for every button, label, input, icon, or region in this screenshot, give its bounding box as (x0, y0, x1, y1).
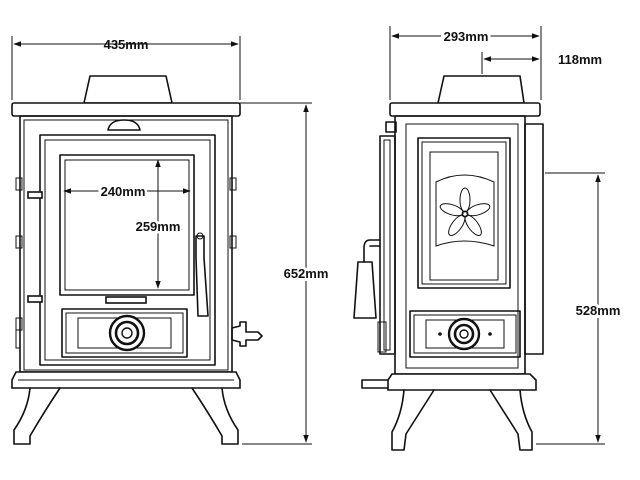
nameplate (105, 296, 147, 304)
air-control-knob (108, 314, 146, 352)
glass-width-label: 240mm (101, 184, 146, 199)
side-flue-collar (437, 75, 525, 104)
side-top-plate (389, 102, 541, 117)
side-door-edge (379, 135, 396, 355)
side-leg-right (489, 389, 533, 451)
side-view (353, 75, 544, 451)
front-hinge-bottom (27, 295, 43, 303)
front-flue-collar (83, 75, 173, 104)
door-handle (195, 235, 209, 317)
front-door (39, 134, 216, 366)
side-air-control-knob (438, 317, 492, 351)
side-depth-dimension: 293mm (389, 26, 542, 100)
flue-height-label: 528mm (576, 303, 621, 318)
flue-height-dimension: 528mm (536, 172, 623, 445)
flue-offset-dimension: 118mm (481, 52, 602, 74)
front-width-dimension: 435mm (11, 36, 241, 100)
front-view (11, 75, 263, 445)
total-height-dimension: 652mm (176, 102, 331, 445)
side-decor-panel (417, 137, 511, 289)
glass-window (59, 154, 195, 296)
ash-panel (61, 308, 188, 358)
glass-width-dimension: 240mm (63, 182, 191, 202)
side-base (387, 373, 537, 391)
flue-offset-label: 118mm (558, 52, 602, 67)
front-leg-left (13, 387, 61, 445)
total-height-label: 652mm (284, 266, 329, 281)
side-door-handle (363, 239, 381, 263)
side-depth-label: 293mm (444, 29, 489, 44)
front-top-plate (11, 102, 241, 117)
front-side-lever (231, 321, 263, 347)
front-width-label: 435mm (104, 37, 149, 52)
glass-height-dimension: 259mm (133, 159, 183, 289)
side-ash-panel (409, 310, 521, 358)
glass-height-label: 259mm (136, 219, 181, 234)
front-hinge-top (27, 191, 43, 199)
side-leg-left (391, 389, 435, 451)
front-leg-right (191, 387, 239, 445)
top-handle (107, 119, 141, 131)
flower-ornament (439, 187, 491, 236)
side-rear-panel (524, 123, 544, 355)
